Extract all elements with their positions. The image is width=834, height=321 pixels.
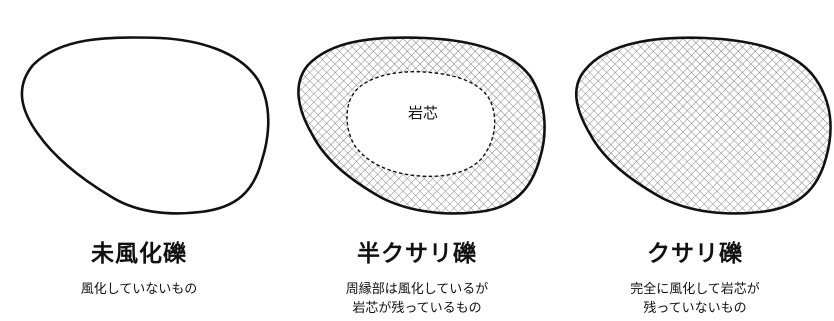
- rock-core-label: 岩芯: [408, 104, 438, 122]
- unweathered-gravel-title: 未風化礫: [91, 241, 187, 267]
- unweathered-gravel-shape: [20, 36, 270, 215]
- description-line: 岩芯が残っているもの: [352, 301, 482, 316]
- semi-weathered-gravel-title: 半クサリ礫: [357, 241, 477, 267]
- rock-core-shape: [346, 71, 496, 178]
- description-line: 風化していないもの: [80, 282, 198, 297]
- fully-weathered-gravel-description: 完全に風化して岩芯が 残っていないもの: [556, 280, 834, 318]
- description-line: 周縁部は風化しているが: [345, 282, 489, 297]
- description-line: 残っていないもの: [643, 301, 747, 316]
- fully-weathered-gravel-shape: [575, 36, 832, 215]
- unweathered-gravel-description: 風化していないもの: [0, 280, 278, 299]
- fully-weathered-gravel-title: クサリ礫: [647, 241, 743, 267]
- description-line: 完全に風化して岩芯が: [630, 282, 760, 297]
- semi-weathered-gravel-description: 周縁部は風化しているが 岩芯が残っているもの: [278, 280, 556, 318]
